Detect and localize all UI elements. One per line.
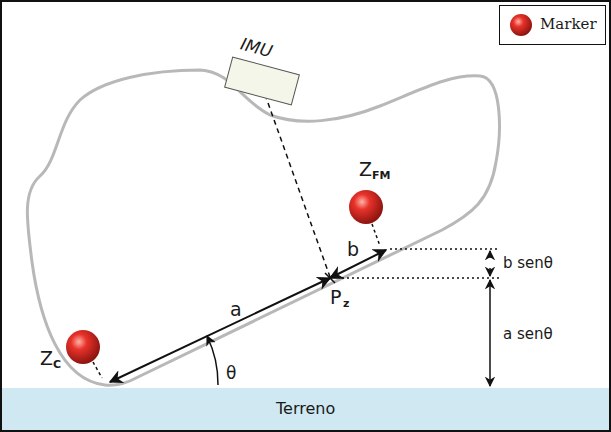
- dimension-label: a senθ: [503, 327, 553, 342]
- marker-leader: [372, 224, 380, 246]
- vector-a: [110, 278, 330, 382]
- marker-leader: [93, 362, 102, 378]
- dimension-label: b senθ: [503, 256, 553, 271]
- length-label: a: [230, 300, 242, 319]
- reference-line: [342, 277, 500, 279]
- marker-name: Z: [359, 160, 372, 179]
- ground-band: Terreno: [2, 388, 609, 430]
- ground-band: [2, 388, 609, 430]
- sensor-label: IMU: [239, 36, 274, 61]
- reference-line: [390, 248, 500, 250]
- angle-arc: [207, 336, 218, 385]
- legend-text: Marker: [540, 17, 597, 32]
- marker-subscript: FM: [372, 170, 390, 181]
- imu-projection: [262, 86, 330, 277]
- angle-label: θ: [226, 365, 236, 382]
- point-label: P: [330, 288, 341, 307]
- pz-cross: [325, 273, 335, 283]
- legend-box: Marker: [499, 5, 606, 45]
- marker-name: Z: [40, 349, 53, 368]
- dimension-arrow: [489, 280, 491, 386]
- marker-heel: [66, 330, 100, 364]
- legend-swatch: [509, 13, 533, 37]
- point-subscript: z: [343, 298, 349, 309]
- shoe-outline: [27, 70, 499, 385]
- imu-box: IMU: [224, 56, 300, 105]
- legend-sphere: [510, 14, 532, 36]
- marker-subscript: C: [53, 359, 61, 370]
- length-label: b: [347, 240, 359, 259]
- dimension-arrow: [489, 268, 491, 276]
- ground-label: Terreno: [276, 401, 335, 417]
- marker-forefoot: [349, 190, 383, 224]
- dimension-arrow: [489, 251, 491, 258]
